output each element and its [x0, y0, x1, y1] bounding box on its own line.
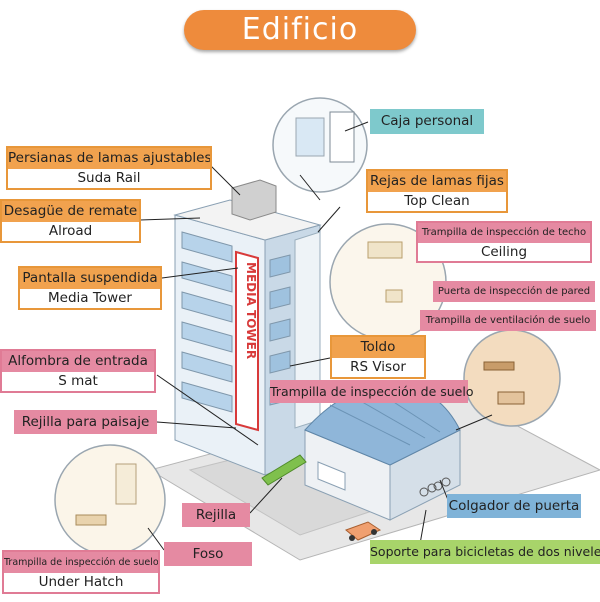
vent-grille — [484, 362, 514, 370]
label-trampilla-techo: Trampilla de inspección de techo Ceiling — [416, 221, 592, 263]
detail-circle-left-room — [55, 445, 165, 555]
label-alfombra: Alfombra de entrada S mat — [0, 349, 156, 393]
page-title: Edificio — [184, 10, 416, 50]
label-toldo: Toldo RS Visor — [330, 335, 426, 379]
label-ventilacion: Trampilla de ventilación de suelo — [420, 310, 596, 331]
floor-hatch-left — [76, 515, 106, 525]
label-trampilla-suelo-left-product: Under Hatch — [4, 573, 158, 592]
label-rejas-product: Top Clean — [368, 192, 506, 211]
label-trampilla-techo-heading: Trampilla de inspección de techo — [418, 223, 590, 243]
label-soporte: Soporte para bicicletas de dos niveles — [370, 540, 600, 564]
label-trampilla-suelo-left: Trampilla de inspección de suelo Under H… — [2, 550, 160, 594]
label-rejilla-paisaje: Rejilla para paisaje — [14, 410, 157, 434]
label-pantalla-product: Media Tower — [20, 289, 160, 308]
room-door — [116, 464, 136, 504]
wall-door — [386, 290, 402, 302]
label-colgador: Colgador de puerta — [447, 494, 581, 518]
label-toldo-heading: Toldo — [332, 337, 424, 358]
sign-text: MEDIA TOWER — [244, 262, 258, 359]
label-trampilla-suelo-left-heading: Trampilla de inspección de suelo — [4, 552, 158, 573]
label-rejas-heading: Rejas de lamas fijas — [368, 171, 506, 192]
label-trampilla-suelo: Trampilla de inspección de suelo — [270, 380, 468, 403]
ceiling-hatch — [368, 242, 402, 258]
rooftop-unit — [232, 180, 276, 220]
label-caja: Caja personal — [370, 109, 484, 134]
label-rejas: Rejas de lamas fijas Top Clean — [366, 169, 508, 213]
label-persianas-heading: Persianas de lamas ajustables — [8, 148, 210, 169]
label-trampilla-techo-product: Ceiling — [418, 243, 590, 261]
label-desague: Desagüe de remate Alroad — [0, 199, 141, 243]
label-alfombra-product: S mat — [2, 372, 154, 391]
label-pantalla-heading: Pantalla suspendida — [20, 268, 160, 289]
label-puerta-pared: Puerta de inspección de pared — [433, 281, 595, 302]
floor-hatch-detail — [498, 392, 524, 404]
label-persianas-product: Suda Rail — [8, 169, 210, 188]
label-persianas: Persianas de lamas ajustables Suda Rail — [6, 146, 212, 190]
label-desague-product: Alroad — [2, 222, 139, 241]
detail-lockers — [330, 112, 354, 162]
label-desague-heading: Desagüe de remate — [2, 201, 139, 222]
label-foso: Foso — [164, 542, 252, 566]
label-rejilla: Rejilla — [182, 503, 250, 527]
label-pantalla: Pantalla suspendida Media Tower — [18, 266, 162, 310]
label-toldo-product: RS Visor — [332, 358, 424, 377]
detail-circle-floor — [464, 330, 560, 426]
detail-window — [296, 118, 324, 156]
label-alfombra-heading: Alfombra de entrada — [2, 351, 154, 372]
